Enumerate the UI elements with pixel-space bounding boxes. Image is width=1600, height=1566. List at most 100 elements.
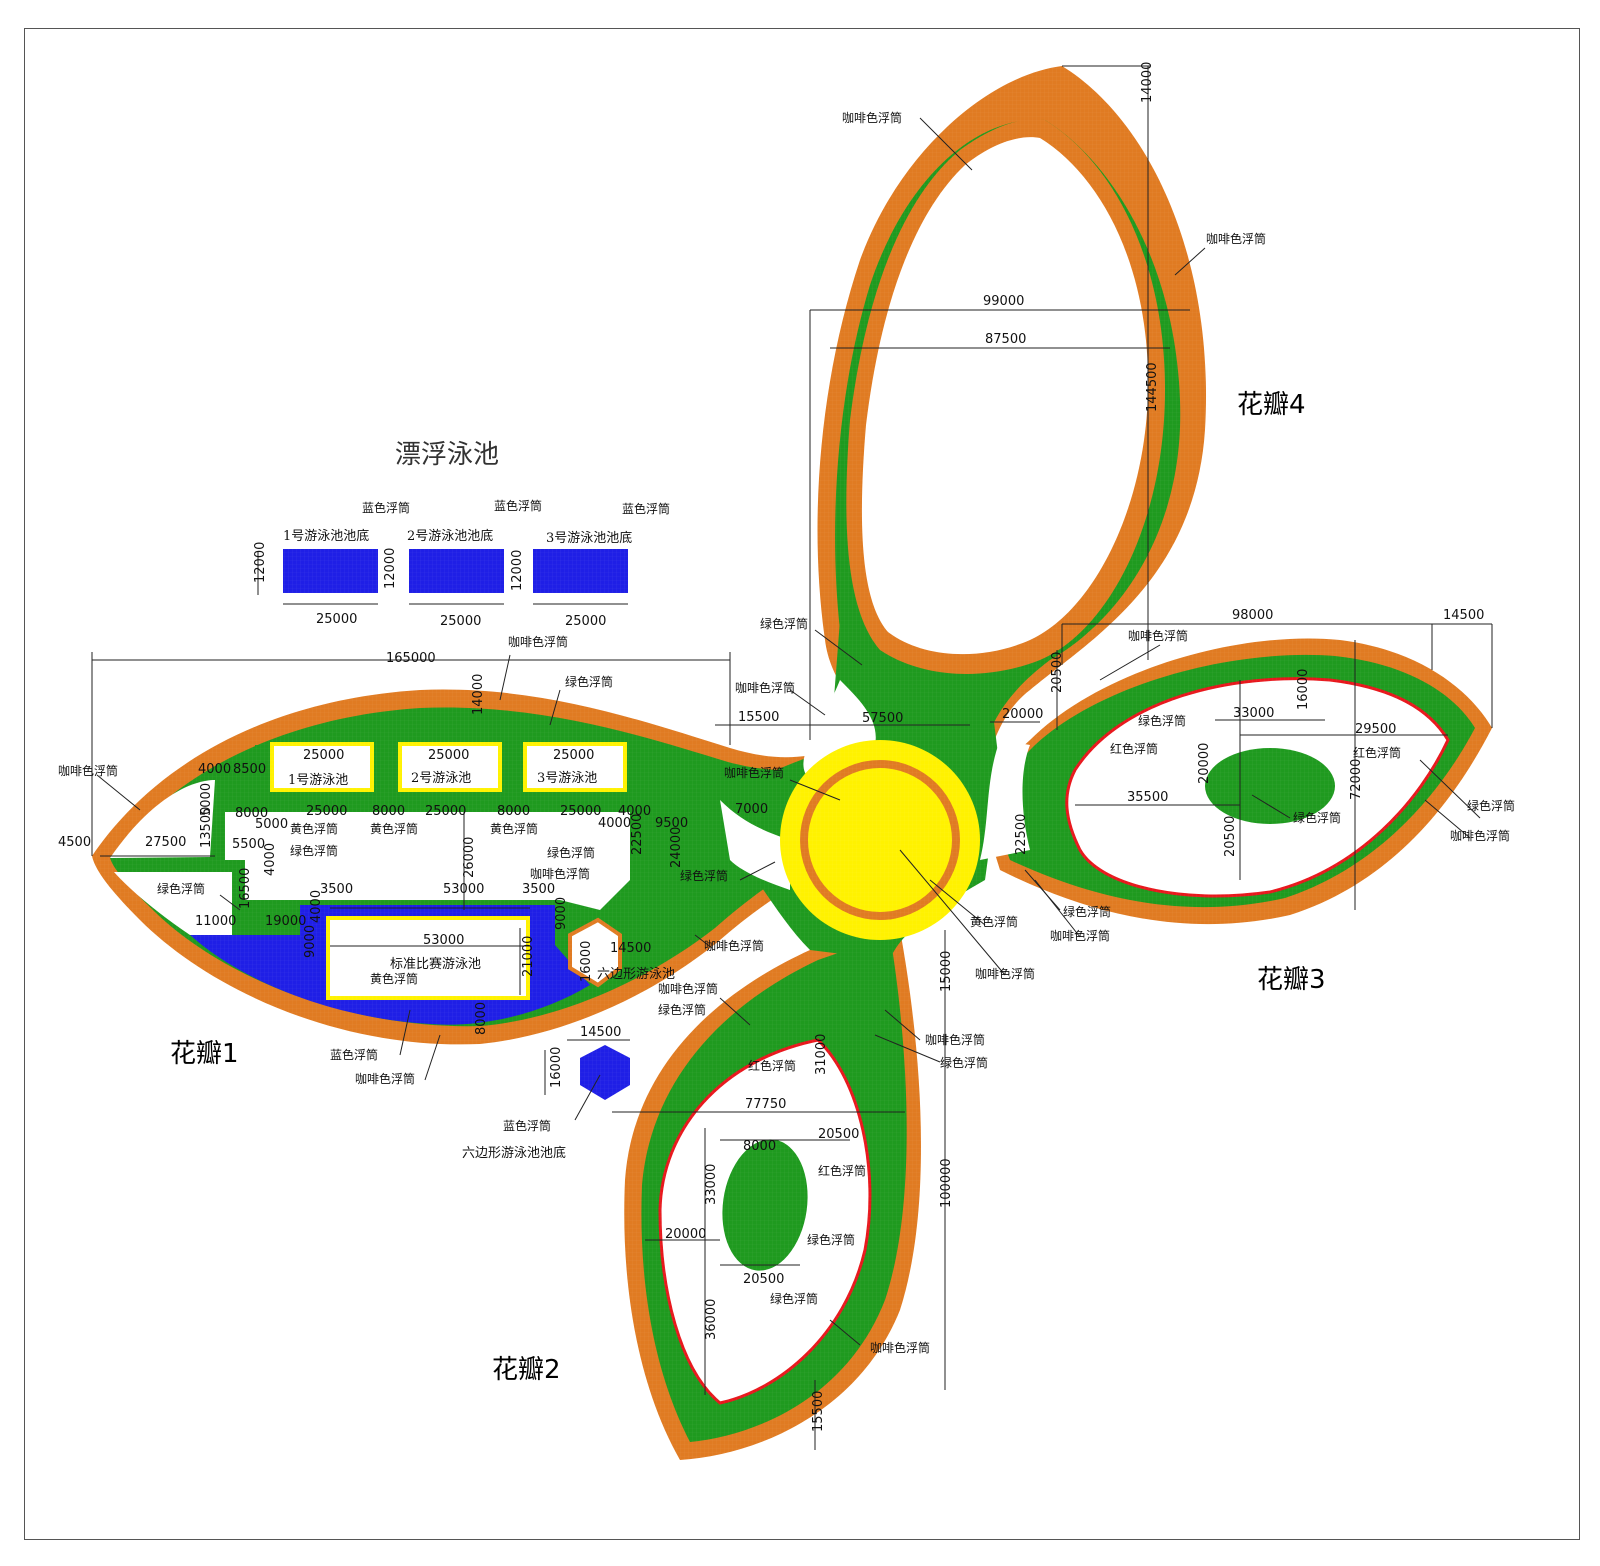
petal-4-label: 花瓣4 — [1237, 390, 1306, 420]
dim-20000-p3: 20000 — [1002, 707, 1043, 722]
label-yellow-p1-b: 黄色浮筒 — [370, 821, 418, 836]
dim-25000-a: 25000 — [316, 612, 357, 627]
dim-16000-hexbottom: 16000 — [549, 1047, 564, 1088]
label-brown-p3-top: 咖啡色浮筒 — [1128, 628, 1188, 643]
label-brown-p1-mid: 咖啡色浮筒 — [530, 866, 590, 881]
dim-4000-a: 4000 — [198, 762, 231, 777]
leader-lines — [96, 117, 1481, 1346]
label-brown-hub-center: 咖啡色浮筒 — [975, 966, 1035, 981]
petal-3-label: 花瓣3 — [1257, 965, 1326, 995]
label-brown-p4-top: 咖啡色浮筒 — [842, 110, 902, 125]
floating-pool-title: 漂浮泳池 — [395, 440, 499, 470]
dim-12000-a: 12000 — [253, 542, 268, 583]
label-green-p3-island: 绿色浮筒 — [1293, 810, 1341, 825]
hex-pool-bottom-label: 六边形游泳池池底 — [462, 1145, 566, 1161]
dim-57500: 57500 — [862, 711, 903, 726]
dim-87500: 87500 — [985, 332, 1026, 347]
label-red-p3-right: 红色浮筒 — [1353, 745, 1401, 760]
dim-36000: 36000 — [704, 1299, 719, 1340]
dim-4500: 4500 — [58, 835, 91, 850]
petal-2-label: 花瓣2 — [492, 1355, 561, 1385]
dim-3500-b: 3500 — [522, 882, 555, 897]
label-brown-p3-bottom: 咖啡色浮筒 — [1050, 928, 1110, 943]
label-brown-p1-neck: 咖啡色浮筒 — [704, 938, 764, 953]
pool-1-label: 1号游泳池 — [288, 773, 348, 788]
dim-165000: 165000 — [386, 651, 436, 666]
dim-14000: 14000 — [1140, 62, 1155, 103]
pool-1-bottom-label: 1号游泳池池底 — [283, 528, 369, 544]
label-brown-neck: 咖啡色浮筒 — [735, 680, 795, 695]
label-green-p2-island: 绿色浮筒 — [807, 1232, 855, 1247]
dim-25000-pool3: 25000 — [553, 748, 594, 763]
dim-15500-p2: 15500 — [811, 1391, 826, 1432]
label-red-p2-right: 红色浮筒 — [818, 1163, 866, 1178]
dim-8000-c: 8000 — [497, 804, 530, 819]
label-brown-p1-bottom: 咖啡色浮筒 — [355, 1071, 415, 1086]
label-green-p3: 绿色浮筒 — [1138, 713, 1186, 728]
dim-35500: 35500 — [1127, 790, 1168, 805]
dim-25000-pool1-low: 25000 — [306, 804, 347, 819]
label-green-p2-top: 绿色浮筒 — [658, 1002, 706, 1017]
dim-4000-e: 4000 — [598, 816, 631, 831]
dim-100000: 100000 — [939, 1158, 954, 1208]
dim-15000: 15000 — [939, 951, 954, 992]
label-brown-p1-left: 咖啡色浮筒 — [58, 763, 118, 778]
dim-25000-pool2-low: 25000 — [425, 804, 466, 819]
dim-27500: 27500 — [145, 835, 186, 850]
label-brown-p2-right: 咖啡色浮筒 — [925, 1032, 985, 1047]
dim-53000-outer: 53000 — [443, 882, 484, 897]
dim-20500-p3-left: 20500 — [1050, 652, 1065, 693]
dim-4000-c: 4000 — [263, 843, 278, 876]
label-brown-p1-top: 咖啡色浮筒 — [508, 634, 568, 649]
label-red-p2: 红色浮筒 — [748, 1058, 796, 1073]
label-green-p3-bottom: 绿色浮筒 — [1063, 904, 1111, 919]
dim-29500: 29500 — [1355, 722, 1396, 737]
dim-19000: 19000 — [265, 914, 306, 929]
dim-72000: 72000 — [1349, 759, 1364, 800]
hexagon-pool-label: 六边形游泳池 — [597, 967, 675, 982]
label-red-p3: 红色浮筒 — [1110, 741, 1158, 756]
dim-14500-hex: 14500 — [610, 941, 651, 956]
label-green-p4: 绿色浮筒 — [760, 616, 808, 631]
dim-25000-pool2: 25000 — [428, 748, 469, 763]
dimension-text: 12000 25000 25000 25000 165000 99000 875… — [58, 62, 1484, 1432]
label-green-p3-right: 绿色浮筒 — [1467, 798, 1515, 813]
dim-144500: 144500 — [1145, 362, 1160, 412]
dim-8000-p1-bottom: 8000 — [474, 1002, 489, 1035]
pool-1-bottom — [283, 549, 378, 593]
dim-8000-p2: 8000 — [743, 1139, 776, 1154]
label-blue-p1: 蓝色浮筒 — [330, 1047, 378, 1062]
dim-15500-neck: 15500 — [738, 710, 779, 725]
label-blue-1: 蓝色浮筒 — [362, 500, 410, 515]
petal-1-label: 花瓣1 — [170, 1039, 239, 1069]
pool-2-bottom — [409, 549, 504, 593]
dim-21000: 21000 — [521, 936, 536, 977]
dim-16000-hex: 16000 — [579, 941, 594, 982]
dim-8500: 8500 — [233, 762, 266, 777]
dim-20500-p3-lower: 20500 — [1223, 816, 1238, 857]
label-blue-2: 蓝色浮筒 — [494, 498, 542, 513]
label-brown-p3-right: 咖啡色浮筒 — [1450, 828, 1510, 843]
label-green-p1-top: 绿色浮筒 — [565, 674, 613, 689]
dimension-lines — [91, 65, 1493, 1450]
dim-12000-c: 12000 — [510, 550, 525, 591]
label-brown-p2-top: 咖啡色浮筒 — [658, 981, 718, 996]
dim-9500: 9500 — [655, 816, 688, 831]
label-brown-p4-right: 咖啡色浮筒 — [1206, 231, 1266, 246]
label-green-p1-c: 绿色浮筒 — [290, 843, 338, 858]
dim-8000-a: 8000 — [235, 806, 268, 821]
dim-14000-p1: 14000 — [471, 674, 486, 715]
dim-20000-p2: 20000 — [665, 1227, 706, 1242]
dim-3500-a: 3500 — [320, 882, 353, 897]
label-green-p2-ring: 绿色浮筒 — [770, 1291, 818, 1306]
pool-3-label: 3号游泳池 — [537, 771, 597, 786]
dim-33000-p2: 33000 — [704, 1164, 719, 1205]
dim-26000: 26000 — [462, 837, 477, 878]
label-yellow-standard: 黄色浮筒 — [370, 971, 418, 986]
dim-25000-pool3-low: 25000 — [560, 804, 601, 819]
dim-20500-p2-top: 20500 — [818, 1127, 859, 1142]
pool-3-bottom-label: 3号游泳池池底 — [546, 530, 632, 546]
dim-98000: 98000 — [1232, 608, 1273, 623]
dim-20000-p3-inner: 20000 — [1197, 743, 1212, 784]
